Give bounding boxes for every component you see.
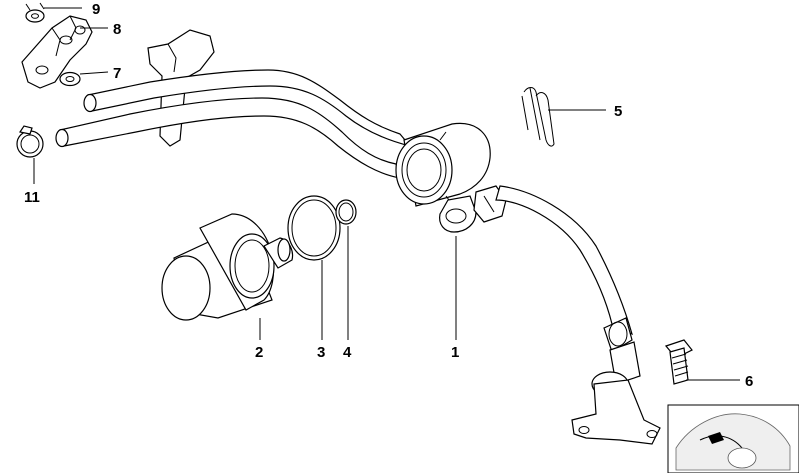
callout-5: 5	[614, 103, 622, 120]
outlet-flange	[571, 341, 661, 445]
callout-7: 7	[113, 65, 121, 82]
part-5-clip	[521, 87, 555, 147]
vehicle-thumbnail	[667, 404, 799, 473]
part-1-housing	[395, 122, 491, 233]
callout-1: 1	[451, 344, 459, 361]
part-6-bolt	[664, 339, 693, 385]
part-4-oring	[335, 199, 357, 225]
callout-6: 6	[745, 373, 753, 390]
part-3-oring	[287, 195, 341, 261]
part-7-washer	[59, 71, 81, 87]
callout-4: 4	[343, 344, 352, 361]
callout-2: 2	[255, 344, 263, 361]
callout-9: 9	[92, 1, 100, 18]
callout-8: 8	[113, 21, 121, 38]
part-11-hose-clamp	[16, 125, 44, 158]
leader-lines	[33, 7, 740, 381]
part-8-bracket	[21, 15, 93, 89]
part-9-washer	[25, 2, 45, 23]
hose	[495, 185, 633, 353]
part-2-canister	[161, 213, 294, 321]
callout-11: 11	[24, 189, 40, 206]
callout-3: 3	[317, 344, 325, 361]
